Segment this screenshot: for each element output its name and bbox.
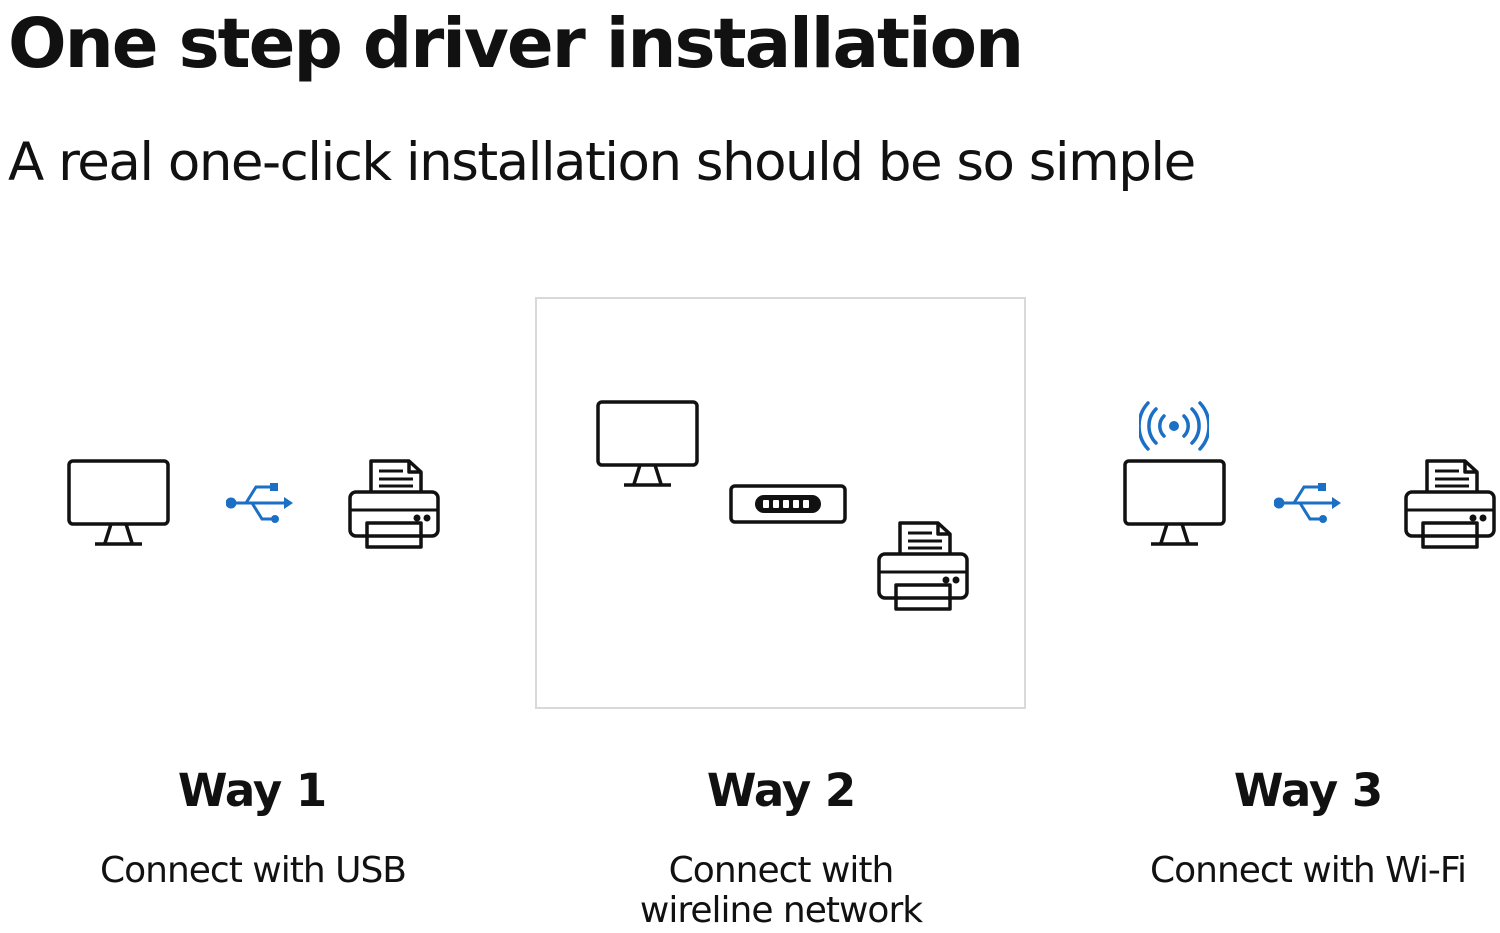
way-1-label: Way 1 — [177, 764, 327, 817]
way-2-panel — [535, 297, 1026, 709]
network-switch-icon — [729, 484, 847, 524]
wifi-signal-icon — [1139, 401, 1209, 451]
page-subtitle: A real one-click installation should be … — [8, 132, 1196, 193]
way-2-description-line-1: Connect with — [668, 850, 895, 891]
way-2-description-line-2: wireline network — [639, 890, 923, 931]
page-title: One step driver installation — [8, 4, 1024, 84]
printer-icon — [1404, 459, 1496, 549]
way-1-description: Connect with USB — [99, 850, 407, 891]
monitor-icon — [67, 459, 170, 546]
printer-icon — [348, 459, 440, 549]
monitor-icon — [596, 400, 699, 487]
monitor-icon — [1123, 459, 1226, 546]
usb-icon — [226, 483, 293, 523]
way-3-label: Way 3 — [1233, 764, 1383, 817]
way-2-label: Way 2 — [706, 764, 856, 817]
printer-icon — [877, 521, 969, 611]
usb-icon — [1274, 483, 1341, 523]
way-3-description: Connect with Wi-Fi — [1149, 850, 1467, 891]
